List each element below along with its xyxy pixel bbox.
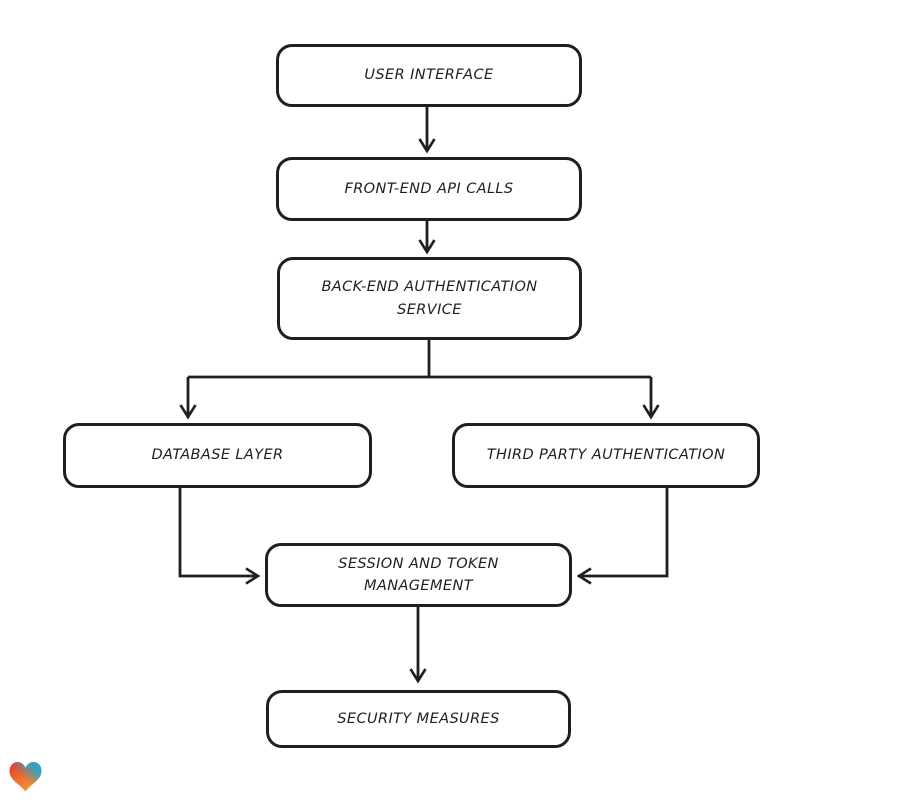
edge-thirdparty-to-session	[576, 488, 669, 585]
gradient-heart-icon[interactable]	[9, 761, 42, 793]
node-label: FRONT-END API CALLS	[344, 180, 514, 197]
node-label: SESSION AND TOKEN MANAGEMENT	[338, 555, 499, 594]
node-back-end-authentication-service[interactable]: BACK-END AUTHENTICATION SERVICE	[277, 257, 582, 340]
node-label: BACK-END AUTHENTICATION SERVICE	[321, 279, 538, 318]
node-user-interface[interactable]: USER INTERFACE	[276, 44, 582, 107]
node-label: DATABASE LAYER	[151, 447, 284, 464]
node-third-party-authentication[interactable]: THIRD PARTY AUTHENTICATION	[452, 423, 760, 488]
node-label: SECURITY MEASURES	[337, 710, 500, 727]
node-label: THIRD PARTY AUTHENTICATION	[486, 447, 726, 464]
node-security-measures[interactable]: SECURITY MEASURES	[266, 690, 571, 748]
node-label: USER INTERFACE	[364, 67, 494, 84]
node-front-end-api-calls[interactable]: FRONT-END API CALLS	[276, 157, 582, 221]
node-database-layer[interactable]: DATABASE LAYER	[63, 423, 372, 488]
edge-database-to-session	[178, 488, 261, 585]
node-session-and-token-management[interactable]: SESSION AND TOKEN MANAGEMENT	[265, 543, 572, 607]
